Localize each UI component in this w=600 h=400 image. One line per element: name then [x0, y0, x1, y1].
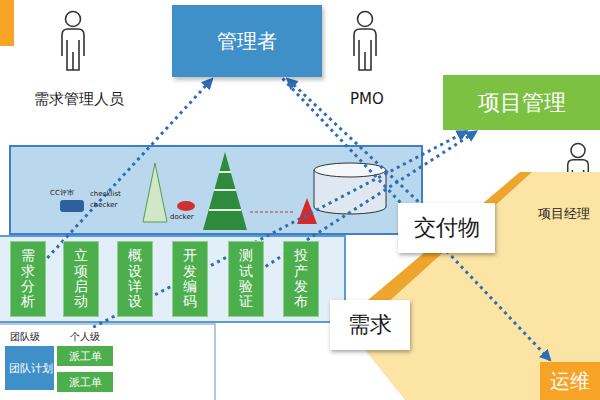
person-icon	[354, 12, 376, 71]
level-panel	[0, 324, 215, 400]
person-label: 项目经理	[534, 203, 594, 225]
node-text: 需求	[348, 310, 392, 340]
dotted-arrow	[288, 79, 419, 202]
test-pyramid	[203, 152, 247, 230]
node-text: 派工单	[69, 375, 102, 390]
task-box: 派工单	[57, 346, 113, 366]
person-label: PMO	[346, 88, 388, 110]
person-label: 需求管理人员	[30, 88, 128, 111]
process-box: 需求分析	[10, 241, 46, 317]
node-text: 交付物	[414, 213, 480, 243]
role-box: 管理者	[172, 5, 322, 77]
pyramid-stripes	[209, 172, 241, 210]
illustration-label: checker	[90, 201, 117, 209]
process-box: 测试验证	[228, 241, 264, 317]
plan-box: 团队计划	[5, 346, 57, 390]
node-text: 开发编码	[183, 248, 197, 310]
small-pyramid	[143, 163, 167, 222]
review-icon	[60, 200, 84, 212]
node-text: 项目管理	[478, 88, 566, 118]
side-box	[0, 0, 14, 46]
node-text: 项目经理	[538, 205, 590, 223]
process-box: 开发编码	[172, 241, 208, 317]
node-text: 需求管理人员	[34, 90, 124, 109]
label-box: 交付物	[398, 203, 495, 253]
node-text: 需求分析	[21, 248, 35, 310]
docker-icon	[177, 201, 195, 211]
node-text: 团队计划	[9, 361, 53, 376]
process-box: 立项启动	[63, 241, 99, 317]
flow-line	[250, 212, 295, 213]
illustration-label: docker	[170, 213, 194, 221]
label-box: 需求	[330, 300, 410, 350]
node-text: 派工单	[69, 349, 102, 364]
process-layer	[0, 236, 345, 322]
task-box: 派工单	[57, 372, 113, 392]
node-text: 团队级	[10, 330, 40, 344]
process-box: 概设详设	[117, 241, 153, 317]
node-text: 概设详设	[128, 248, 142, 310]
level-group: 团队级团队计划	[2, 328, 48, 398]
role-box: 项目管理	[443, 75, 600, 130]
person-icon	[62, 12, 84, 71]
node-text: 投产发布	[294, 248, 308, 310]
node-text: 测试验证	[239, 248, 253, 310]
ops-box: 运维	[540, 362, 600, 400]
illustration-label: CC评审	[50, 188, 74, 198]
process-box: 投产发布	[283, 241, 319, 317]
node-text: PMO	[350, 90, 384, 108]
level-group: 个人级派工单派工单	[54, 328, 116, 398]
node-text: 管理者	[217, 28, 277, 55]
node-text: 运维	[550, 368, 590, 395]
node-text: 立项启动	[74, 248, 88, 310]
node-text: 个人级	[70, 330, 100, 344]
illustration-label: checklist	[90, 190, 121, 198]
